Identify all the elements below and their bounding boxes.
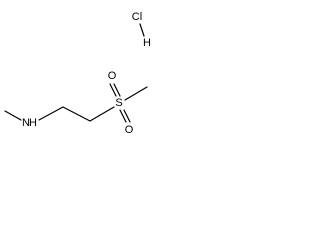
- atom-nitrogen-label: N: [22, 117, 30, 129]
- atom-chlorine-label: Cl: [132, 11, 142, 23]
- bond-s-o-upper-a: [109, 83, 117, 97]
- bond-n-ch2: [38, 106, 64, 121]
- atom-nitrogen-hydrogen-label: H: [29, 117, 37, 129]
- atom-oxygen-upper-label: O: [108, 70, 117, 82]
- bond-s-o-upper-b: [113, 83, 121, 97]
- bond-s-o-lower-a: [119, 109, 127, 123]
- atom-sulfur-label: S: [115, 97, 122, 109]
- bond-ch2-ch2: [62, 106, 91, 122]
- bond-ch2-s: [89, 106, 115, 122]
- atom-hydrogen-label: H: [143, 37, 151, 49]
- bond-s-o-lower-b: [123, 109, 131, 123]
- bond-s-methyl: [124, 86, 148, 101]
- atom-oxygen-lower-label: O: [125, 124, 134, 136]
- chemical-structure-diagram: Cl H N H S O O: [4, 11, 151, 136]
- bond-h-cl: [139, 23, 145, 37]
- bond-methyl-n: [4, 110, 22, 121]
